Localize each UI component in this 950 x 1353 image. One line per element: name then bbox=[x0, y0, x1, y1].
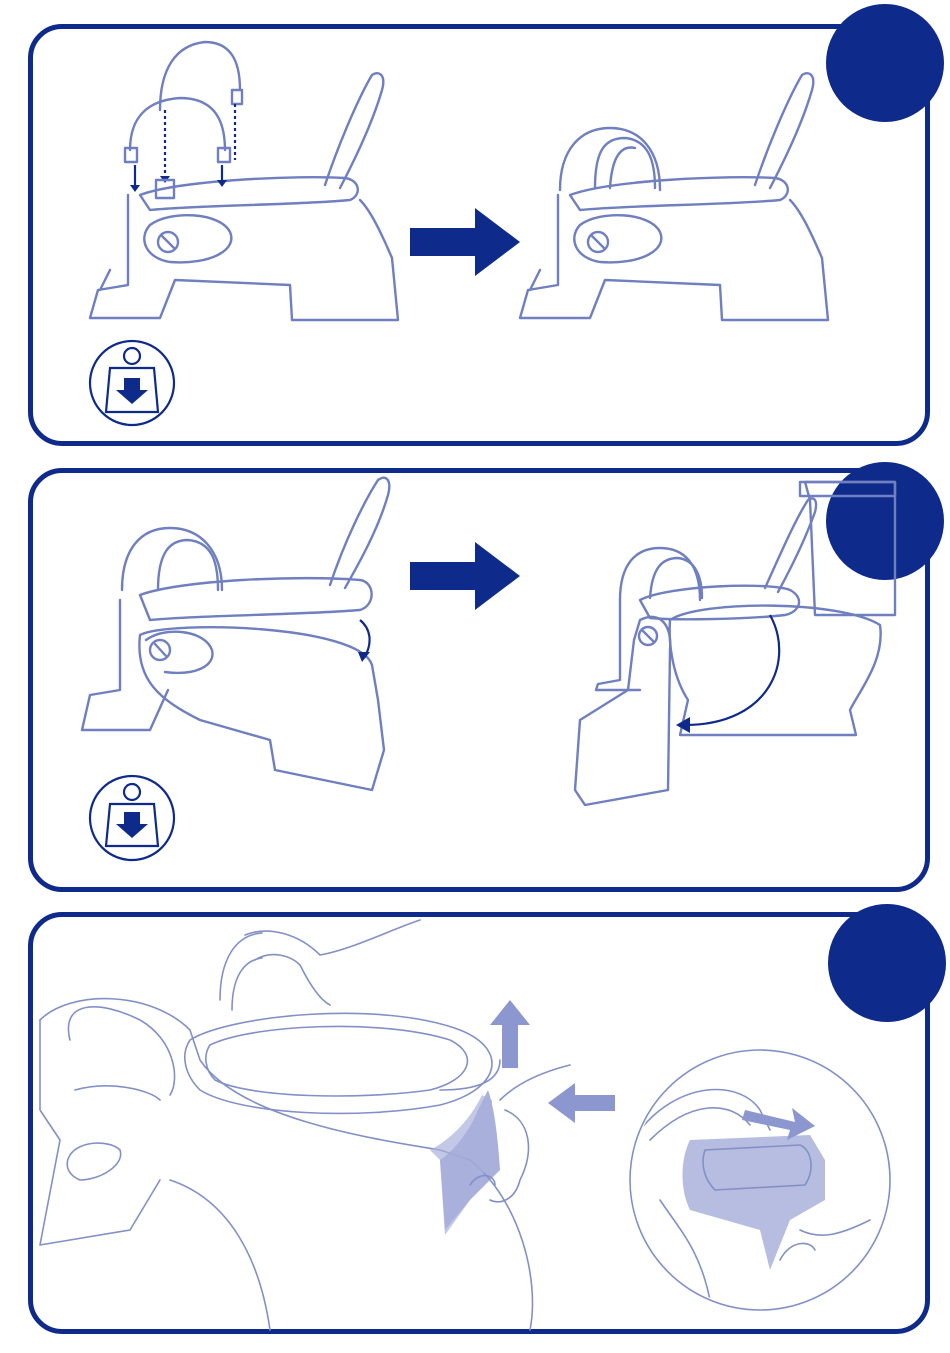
potty-remove-bowl-illustration bbox=[40, 920, 615, 1330]
potty-on-toilet-illustration bbox=[575, 482, 895, 805]
potty-fold-illustration bbox=[82, 478, 389, 790]
right-arrow-icon bbox=[410, 208, 520, 276]
weight-down-icon bbox=[90, 776, 174, 860]
detail-zoom-illustration bbox=[630, 1050, 890, 1310]
potty-assembly-illustration bbox=[90, 42, 398, 320]
weight-down-icon bbox=[90, 341, 174, 425]
potty-assembled-illustration bbox=[520, 73, 828, 320]
right-arrow-icon bbox=[410, 542, 520, 610]
